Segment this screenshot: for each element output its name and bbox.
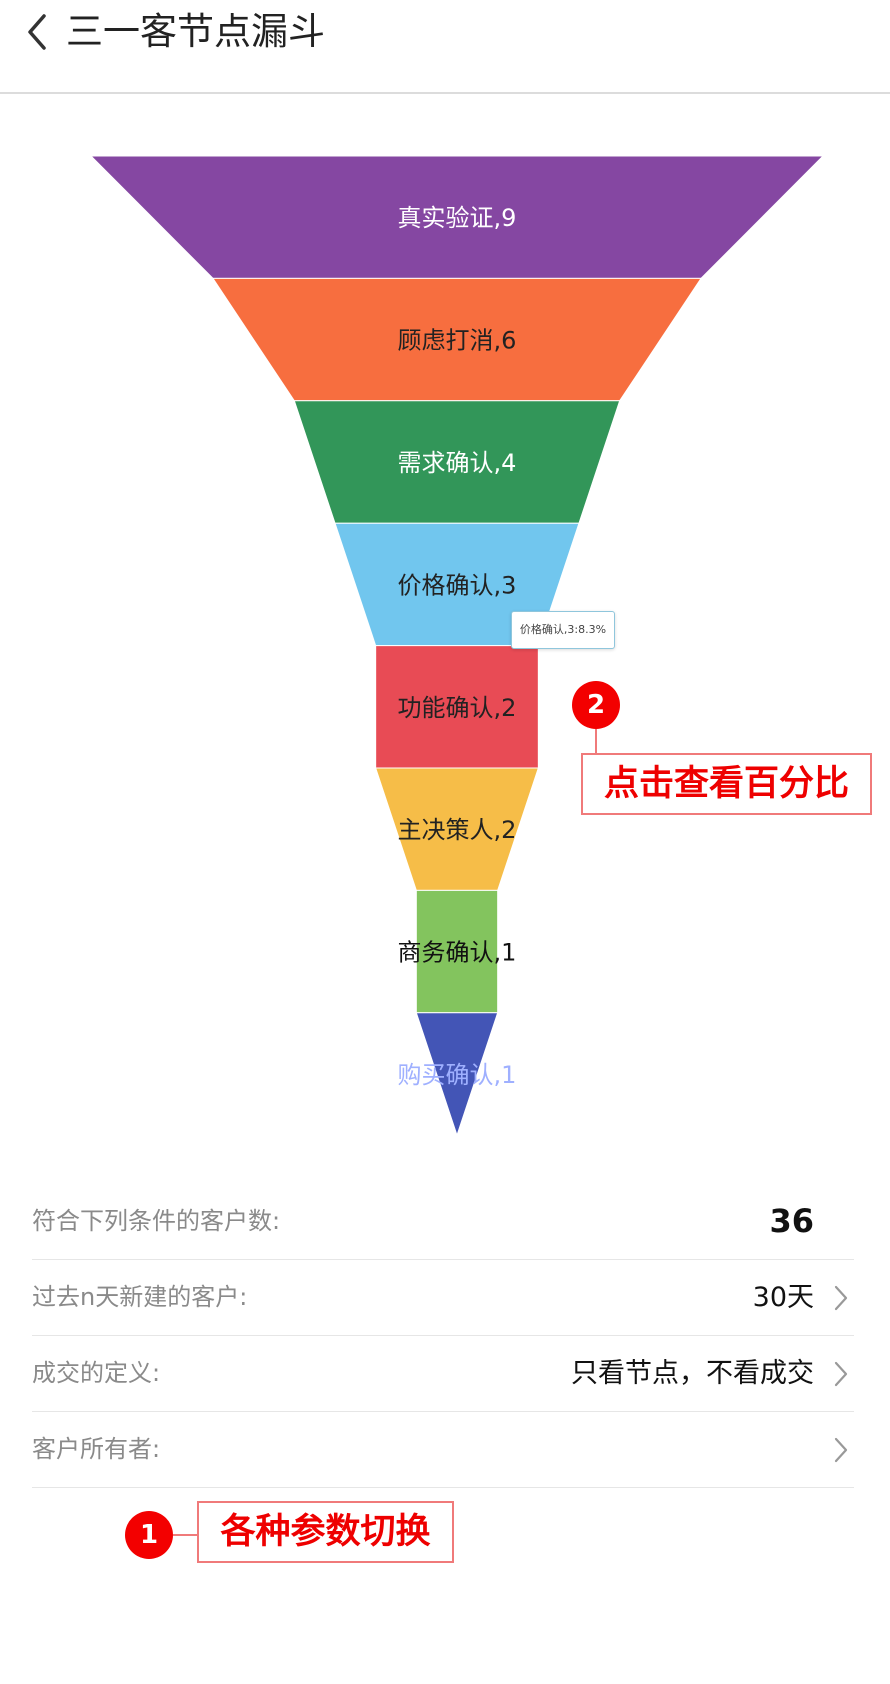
row-label: 符合下列条件的客户数: (32, 1207, 281, 1235)
funnel-label-2: 顾虑打消,6 (398, 327, 517, 355)
annotation-connector-1 (173, 1534, 197, 1536)
funnel-chart[interactable]: 真实验证,9 顾虑打消,6 需求确认,4 价格确认,3 功能确认,2 主决策人,2 商务确认… (0, 140, 890, 1140)
chevron-left-icon (28, 14, 46, 50)
annotation-badge-2: 2 (572, 681, 620, 729)
funnel-segment-8[interactable] (415, 1012, 499, 1137)
annotation-label-2: 点击查看百分比 (581, 753, 872, 815)
funnel-label-3: 需求确认,4 (398, 449, 517, 477)
chevron-right-icon[interactable] (832, 1284, 850, 1312)
page-title: 三一客节点漏斗 (66, 10, 325, 53)
row-label: 成交的定义: (32, 1359, 161, 1387)
annotation-label-1: 各种参数切换 (197, 1501, 454, 1563)
back-button[interactable] (22, 12, 56, 52)
funnel-label-4: 价格确认,3 (398, 571, 517, 599)
deal-definition-value: 只看节点，不看成交 (571, 1358, 814, 1389)
info-row-customer-count: 符合下列条件的客户数: 36 (32, 1184, 854, 1260)
top-bar: 三一客节点漏斗 (0, 0, 890, 94)
row-label: 客户所有者: (32, 1435, 161, 1463)
funnel-tooltip: 价格确认,3:8.3% (511, 611, 615, 649)
chevron-right-icon[interactable] (832, 1436, 850, 1464)
funnel-label-5: 功能确认,2 (398, 694, 517, 722)
funnel-label-7: 商务确认,1 (398, 939, 517, 967)
funnel-label-6: 主决策人,2 (398, 816, 517, 844)
chevron-right-icon[interactable] (832, 1360, 850, 1388)
info-row-deal-definition[interactable]: 成交的定义: 只看节点，不看成交 (32, 1336, 854, 1412)
funnel-label-1: 真实验证,9 (398, 204, 517, 232)
customer-count-value: 36 (769, 1202, 814, 1240)
annotation-connector-2 (595, 729, 597, 753)
info-row-customer-owner[interactable]: 客户所有者: (32, 1412, 854, 1488)
funnel-label-8: 购买确认,1 (398, 1061, 517, 1089)
info-row-new-customers-days[interactable]: 过去n天新建的客户: 30天 (32, 1260, 854, 1336)
annotation-badge-1: 1 (125, 1511, 173, 1559)
row-label: 过去n天新建的客户: (32, 1283, 248, 1311)
days-value: 30天 (752, 1282, 814, 1313)
